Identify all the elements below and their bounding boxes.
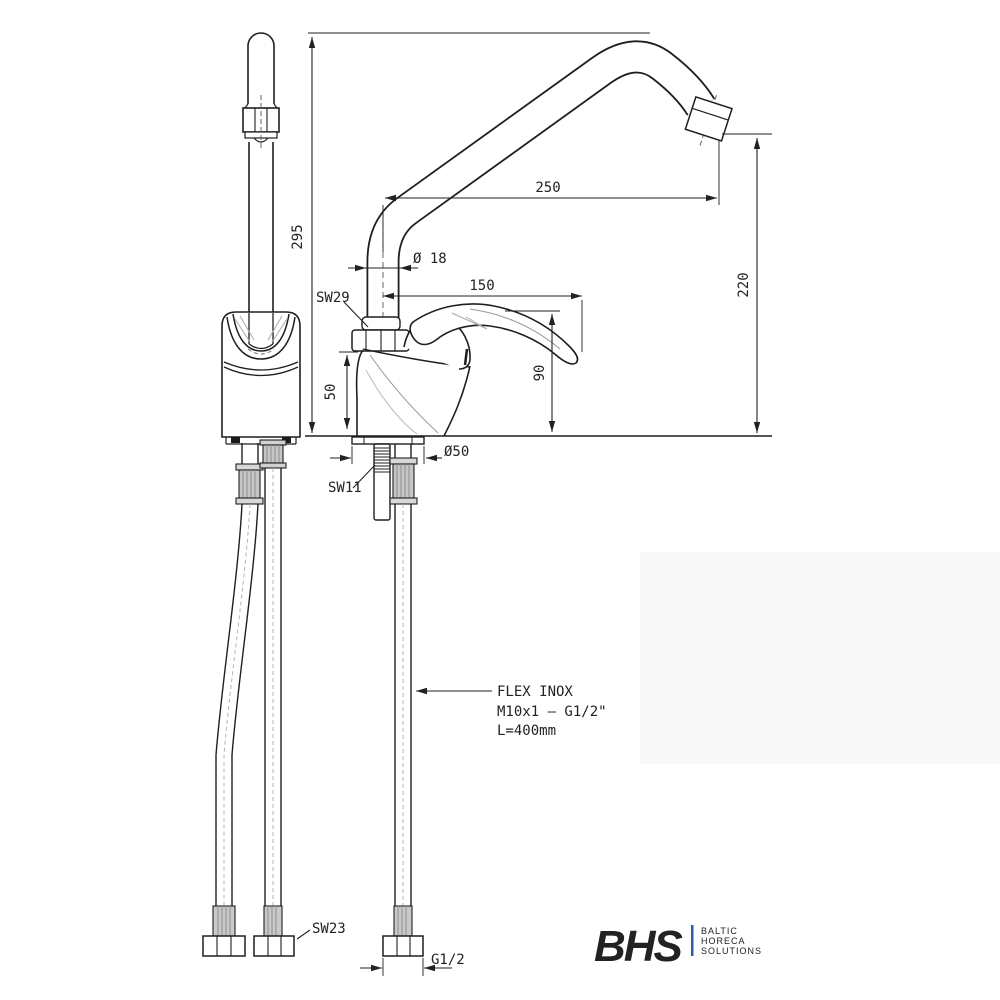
left-spout-pipe-lower	[248, 142, 274, 313]
dim-outlet-height	[722, 133, 772, 433]
label-handle-height: 90	[532, 365, 548, 382]
base-flange	[351, 436, 425, 445]
right-view	[305, 40, 772, 957]
leader-sw23	[296, 929, 311, 940]
scan-artifact	[640, 552, 1000, 764]
logo-tagline-line2: HORECA	[701, 936, 746, 946]
label-handle-reach: 150	[469, 278, 494, 294]
dim-handle-reach	[383, 292, 583, 352]
label-overall-height: 295	[290, 224, 306, 249]
leader-sw11	[352, 464, 376, 489]
spout-tube	[366, 40, 716, 352]
dim-overall-height	[308, 32, 650, 433]
dim-handle-height	[505, 310, 560, 432]
dim-spout-reach	[382, 140, 720, 252]
left-handle-saddle	[226, 313, 296, 360]
left-body-seam	[223, 361, 299, 377]
flex-hose	[382, 444, 424, 957]
label-body-height: 50	[323, 384, 339, 401]
dim-base-diameter	[330, 446, 442, 464]
dimensions	[296, 32, 772, 976]
label-sw11: SW11	[328, 480, 362, 496]
label-spout-reach: 250	[535, 180, 560, 196]
dimension-labels: 295 250 220 Ø 18 150 90 50 Ø50 SW29 SW11…	[290, 180, 752, 968]
flex-note-line1: FLEX INOX	[497, 684, 573, 700]
flex-hose-note: FLEX INOX M10x1 – G1/2" L=400mm	[497, 684, 607, 739]
mounting-stud	[373, 443, 391, 521]
label-pipe-diameter: Ø 18	[413, 251, 447, 267]
left-view	[202, 32, 301, 957]
label-sw23: SW23	[312, 921, 346, 937]
logo-tagline-line3: SOLUTIONS	[701, 946, 762, 956]
spout-nut	[351, 329, 410, 352]
label-sw29: SW29	[316, 290, 350, 306]
spout-collar	[361, 316, 401, 331]
dim-connection-thread	[360, 958, 452, 976]
leader-sw29	[343, 301, 369, 328]
left-spout-pipe-top	[247, 32, 275, 104]
label-g12: G1/2	[431, 952, 465, 968]
brand-logo-text: BHS	[594, 922, 683, 971]
label-outlet-height: 220	[736, 272, 752, 297]
label-base-diameter: Ø50	[444, 444, 469, 460]
left-hose-straight	[253, 439, 295, 957]
flex-note-line3: L=400mm	[497, 723, 556, 739]
dim-body-height	[339, 351, 358, 429]
left-body-outline	[221, 311, 301, 438]
logo-divider	[691, 925, 694, 956]
left-hose-curved	[202, 443, 264, 957]
flex-note-line2: M10x1 – G1/2"	[497, 704, 607, 720]
logo-tagline-line1: BALTIC	[701, 926, 738, 936]
brand-logo: BHS BALTIC HORECA SOLUTIONS	[594, 922, 762, 971]
